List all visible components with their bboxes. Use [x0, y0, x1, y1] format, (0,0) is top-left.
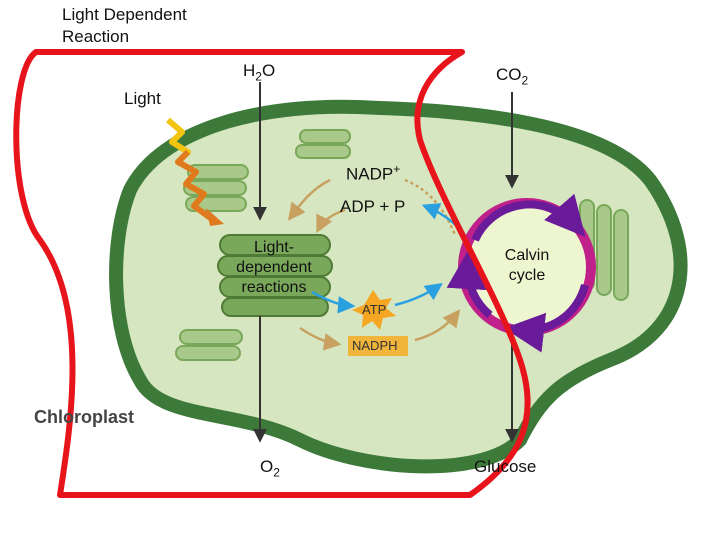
adp-return-arrow — [316, 208, 346, 234]
light-reactions-label: Light- dependent reactions — [236, 239, 312, 296]
nadph-to-calvin-arrow — [414, 309, 461, 342]
chloroplast-label: Chloroplast — [34, 407, 135, 427]
light-reaction-highlight — [13, 49, 531, 498]
atp-label: ATP — [362, 302, 387, 317]
arrow-down-icon — [206, 208, 224, 226]
nadph-label: NADPH — [352, 338, 398, 353]
atp-star-icon — [352, 290, 396, 330]
adp-label: ADP + P — [340, 197, 406, 216]
nadp-return-arrow — [287, 178, 331, 221]
title-line-1: Light Dependent — [62, 5, 187, 24]
light-label: Light — [124, 89, 161, 108]
light-to-nadph-arrow — [299, 326, 342, 351]
title-line-2: Reaction — [62, 27, 130, 46]
light-to-atp-arrow — [311, 290, 356, 314]
light-reactions-stack — [217, 234, 333, 317]
co2-label: CO2 — [496, 65, 529, 88]
oxygen-label: O2 — [260, 457, 280, 480]
glucose-label: Glucose — [474, 457, 537, 476]
chloroplast-outer-membrane — [109, 99, 688, 474]
atp-to-calvin-arrow — [394, 282, 443, 307]
calvin-cycle-label: Calvin cycle — [504, 247, 550, 284]
nadph-box — [348, 336, 408, 356]
thylakoid-stacks — [175, 129, 629, 361]
diagram-title: Light Dependent Reaction — [62, 4, 242, 48]
nadp-label: NADP+ — [346, 162, 401, 184]
nadp-to-calvin-arc — [404, 178, 457, 236]
water-label: H2O — [243, 61, 276, 84]
